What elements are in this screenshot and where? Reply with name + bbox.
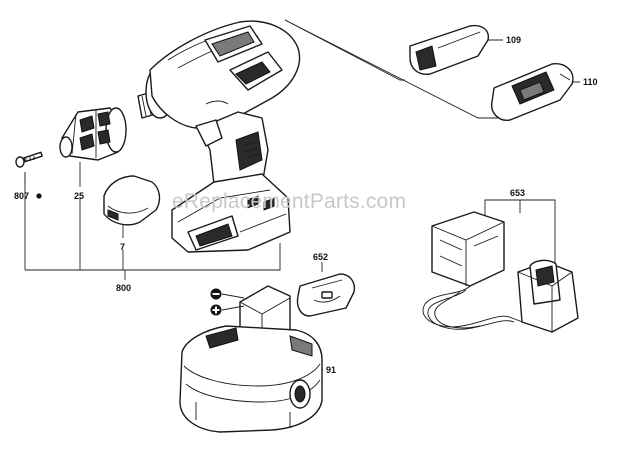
- chuck-25: [59, 107, 127, 161]
- drill-body: [137, 20, 301, 253]
- part-109: [409, 24, 489, 75]
- part-652: [296, 273, 356, 317]
- label-110: 110: [583, 77, 598, 87]
- charger-653: [422, 211, 579, 333]
- cover-7: [103, 175, 161, 226]
- label-91: 91: [326, 365, 336, 375]
- watermark-text: eReplacementParts.com: [172, 190, 406, 213]
- battery-91: [179, 195, 323, 433]
- label-807: 807: [14, 191, 29, 201]
- part-110: [491, 63, 574, 121]
- screw-807: [15, 151, 43, 168]
- plus-sign-icon: [210, 304, 222, 316]
- label-109: 109: [506, 35, 521, 45]
- filled-dot-icon: [36, 193, 42, 199]
- label-800: 800: [116, 283, 131, 293]
- label-25: 25: [74, 191, 84, 201]
- minus-sign-icon: [210, 288, 222, 300]
- label-652: 652: [313, 252, 328, 262]
- label-7: 7: [120, 242, 125, 252]
- label-653: 653: [510, 188, 525, 198]
